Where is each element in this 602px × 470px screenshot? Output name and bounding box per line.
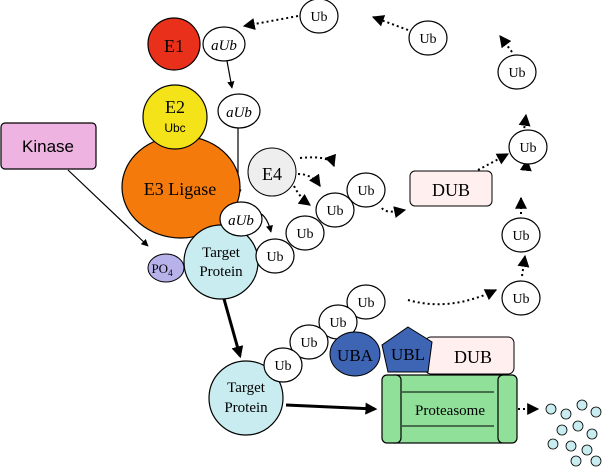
target-bottom-line2: Protein (224, 400, 268, 416)
proteasome-label: Proteasome (415, 403, 485, 419)
ub-label: Ub (519, 141, 536, 156)
ub-label: Ub (357, 184, 374, 199)
e1-enzyme: E1 aUb (147, 17, 246, 71)
ub-label: Ub (274, 359, 291, 374)
e2-enzyme: E2 Ubc aUb (142, 84, 261, 150)
dub-top-box (409, 170, 493, 207)
ub-circle: Ub (346, 172, 386, 208)
ubl-pentagon (381, 326, 433, 373)
dub-bottom-label: DUB (454, 347, 492, 367)
e3-aub: aUb (219, 201, 263, 237)
e4-label: E4 (262, 164, 282, 184)
e4-enzyme: E4 (247, 147, 297, 197)
ub-label: Ub (329, 316, 346, 331)
proteasome: Proteasome (381, 374, 518, 444)
po4-label: PO4 (151, 261, 173, 278)
e2-label: E2 (165, 97, 185, 117)
dub-top: DUB (409, 170, 493, 207)
e2-ubc-label: Ubc (164, 121, 185, 135)
target-bottom-line1: Target (227, 380, 266, 396)
peptide-dot (560, 408, 572, 420)
ub-circle: Ub (255, 238, 295, 274)
ub-circle: Ub (501, 280, 541, 316)
uba-ellipse (329, 331, 381, 377)
target-bottom-circle (208, 360, 284, 436)
e1-circle (147, 17, 201, 71)
ub-circle: Ub (263, 347, 303, 383)
kinase-box (0, 122, 97, 170)
e2-aub-circle (217, 93, 261, 129)
peptide-dot (581, 444, 593, 456)
peptide-dot (590, 455, 602, 467)
target-protein-bottom: Target Protein (208, 360, 284, 436)
peptide-dot (576, 399, 588, 411)
po4-ellipse (147, 253, 185, 283)
ub-label: Ub (326, 204, 343, 219)
ub-label: Ub (512, 229, 529, 244)
ub-circle: Ub (501, 217, 541, 253)
ub-circle: Ub (299, 0, 339, 34)
peptide-dot (572, 420, 584, 432)
peptide-dot (556, 424, 568, 436)
ub-label: Ub (296, 227, 313, 242)
peptide-dot (565, 440, 577, 452)
target-top-line2: Protein (199, 264, 243, 280)
ub-label: Ub (357, 296, 374, 311)
ub-circle: Ub (508, 129, 548, 165)
target-top-line1: Target (202, 245, 241, 261)
peptide-dot (586, 428, 598, 440)
po4-group: PO4 (147, 253, 185, 283)
e4-circle (247, 147, 297, 197)
peptide-fragments (545, 399, 602, 467)
peptide-dot (590, 406, 602, 418)
e3-aub-circle (219, 201, 263, 237)
ubl-label: UBL (391, 345, 425, 364)
kinase: Kinase (0, 122, 97, 170)
dub-top-label: DUB (432, 180, 470, 200)
ub-circle: Ub (315, 192, 355, 228)
ub-label: Ub (300, 336, 317, 351)
ub-circle: Ub (408, 20, 448, 56)
peptide-dot (545, 403, 557, 415)
ub-circle: Ub (497, 54, 537, 90)
ub-label: Ub (266, 250, 283, 265)
proteasome-cap-right (497, 374, 518, 444)
proteasome-cap-left (381, 374, 402, 444)
thick-arrows (222, 298, 378, 415)
e1-label: E1 (164, 36, 184, 56)
peptide-dot (570, 455, 582, 467)
e2-circle (142, 84, 208, 150)
target-protein-top: Target Protein (183, 224, 259, 300)
proteasome-core (393, 374, 503, 444)
e1-aub-label: aUb (211, 38, 237, 54)
kinase-label: Kinase (22, 137, 74, 156)
ub-label: Ub (508, 66, 525, 81)
target-top-circle (183, 224, 259, 300)
e1-aub-circle (202, 26, 246, 62)
e2-aub-label: aUb (226, 105, 252, 121)
uba-ubl-receptor: UBA UBL (329, 326, 433, 377)
ub-circle: Ub (346, 284, 386, 320)
peptide-dot (547, 438, 559, 450)
dub-bottom: DUB (424, 336, 515, 375)
ub-circle: Ub (289, 324, 329, 360)
ub-label: Ub (419, 32, 436, 47)
uba-label: UBA (337, 346, 374, 365)
e3-aub-label: aUb (228, 213, 254, 229)
e3-label: E3 Ligase (144, 179, 216, 199)
ub-label: Ub (310, 10, 327, 25)
ub-circle: Ub (285, 215, 325, 251)
recycle-path (242, 15, 540, 415)
ub-label: Ub (512, 292, 529, 307)
